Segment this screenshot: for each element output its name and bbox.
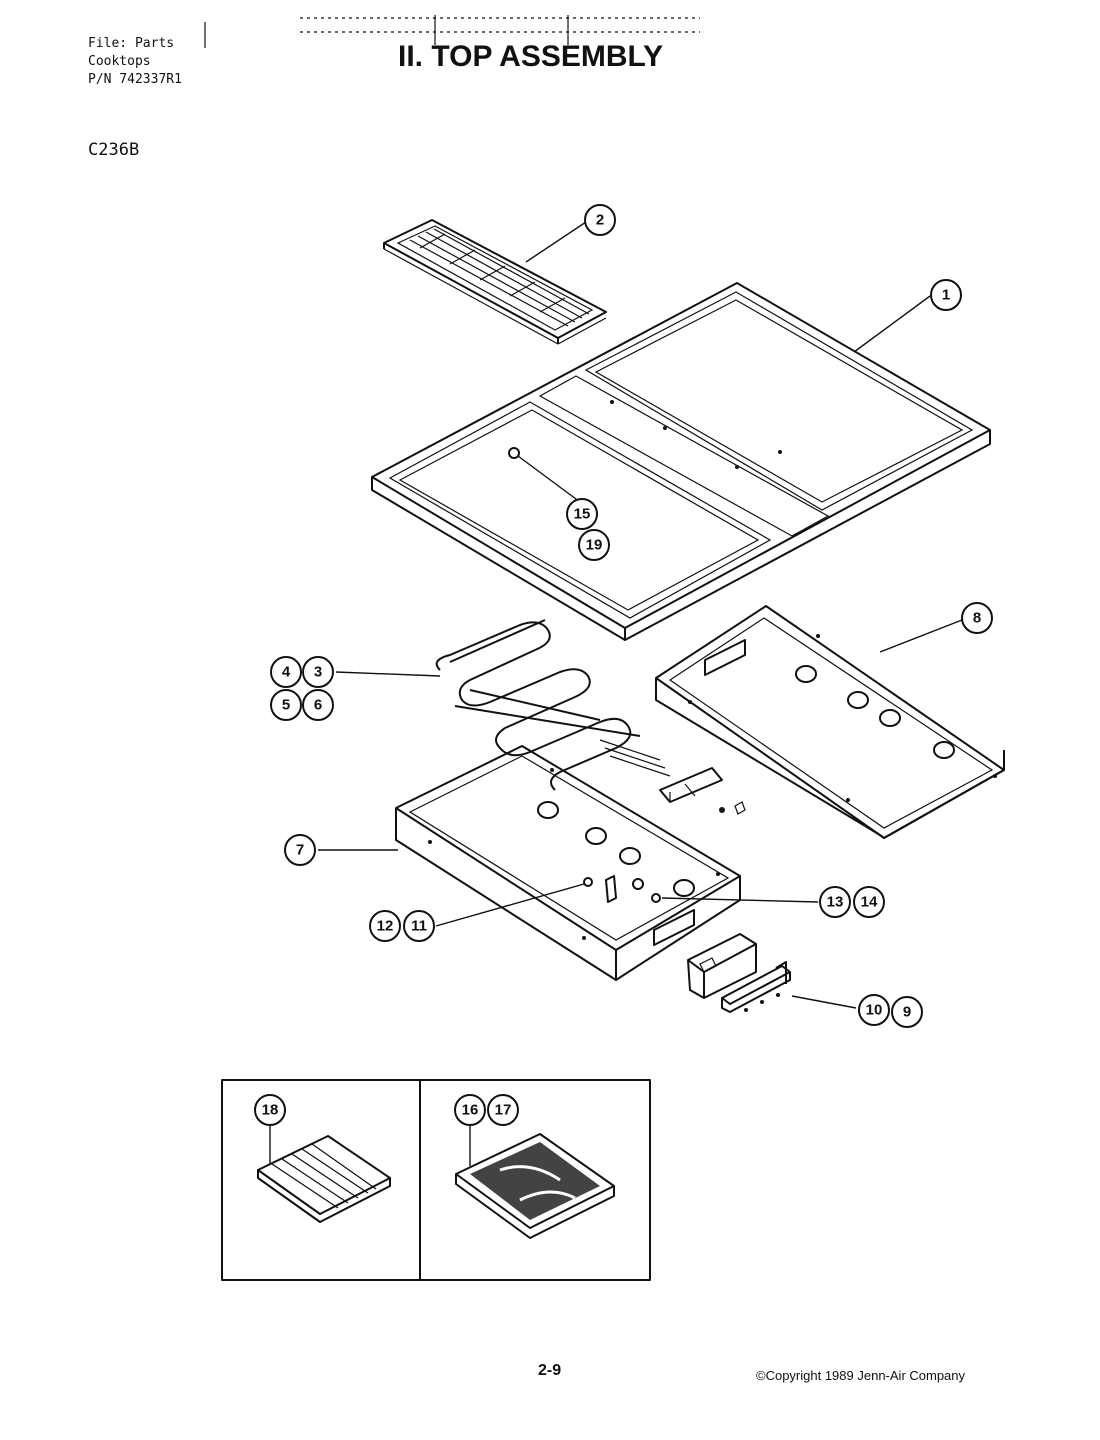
file-line: P/N 742337R1 — [88, 72, 182, 87]
cooktop-frame-part — [371, 282, 991, 641]
callout-label: 18 — [262, 1102, 279, 1119]
callout-label: 12 — [377, 918, 394, 935]
model-number: C236B — [88, 140, 140, 160]
callout-label: 3 — [314, 664, 322, 681]
callout-16: 16 — [454, 1094, 486, 1126]
terminal-block-part — [659, 767, 746, 815]
callout-19: 19 — [578, 529, 610, 561]
heating-element-part — [435, 619, 671, 791]
callout-11: 11 — [403, 910, 435, 942]
callout-label: 17 — [495, 1102, 512, 1119]
grill-rack-part — [257, 1135, 391, 1223]
callout-17: 17 — [487, 1094, 519, 1126]
callout-10: 10 — [858, 994, 890, 1026]
frame-screw-part — [508, 447, 520, 459]
callout-12: 12 — [369, 910, 401, 942]
file-info: File: Parts Cooktops P/N 742337R1 — [88, 35, 182, 89]
callout-4: 4 — [270, 656, 302, 688]
callout-label: 15 — [574, 506, 591, 523]
callout-13: 13 — [819, 886, 851, 918]
left-drip-pan-part — [395, 745, 741, 981]
callout-label: 10 — [866, 1002, 883, 1019]
callout-label: 2 — [596, 212, 604, 229]
callout-label: 1 — [942, 287, 950, 304]
vent-grille-part — [383, 219, 607, 345]
callout-label: 6 — [314, 697, 322, 714]
right-drip-pan-part — [655, 605, 1005, 839]
callout-2: 2 — [584, 204, 616, 236]
callout-label: 13 — [827, 894, 844, 911]
callout-label: 16 — [462, 1102, 479, 1119]
callout-15: 15 — [566, 498, 598, 530]
copyright-notice: ©Copyright 1989 Jenn-Air Company — [756, 1368, 966, 1383]
callout-label: 14 — [861, 894, 878, 911]
file-line: Cooktops — [88, 54, 151, 69]
callout-8: 8 — [961, 602, 993, 634]
callout-7: 7 — [284, 834, 316, 866]
accessory-panel — [221, 1079, 651, 1281]
callout-label: 4 — [282, 664, 291, 681]
callout-label: 5 — [282, 697, 290, 714]
grill-rocks-part — [455, 1133, 615, 1239]
page-number: 2-9 — [538, 1362, 562, 1379]
callout-label: 7 — [296, 842, 304, 859]
callout-9: 9 — [891, 996, 923, 1028]
callout-1: 1 — [930, 279, 962, 311]
switch-bracket-part — [687, 933, 791, 1013]
hardware-screws-part — [583, 875, 661, 903]
callout-18: 18 — [254, 1094, 286, 1126]
callout-14: 14 — [853, 886, 885, 918]
callout-5: 5 — [270, 689, 302, 721]
callout-6: 6 — [302, 689, 334, 721]
callout-label: 19 — [586, 537, 603, 554]
leader-lines — [269, 221, 963, 1166]
callout-label: 9 — [903, 1004, 911, 1021]
page-title: II. TOP ASSEMBLY — [398, 40, 664, 73]
callout-3: 3 — [302, 656, 334, 688]
file-line: File: Parts — [88, 36, 175, 51]
callout-label: 11 — [411, 918, 427, 935]
header-dash-marks — [204, 15, 700, 48]
callout-label: 8 — [973, 610, 981, 627]
